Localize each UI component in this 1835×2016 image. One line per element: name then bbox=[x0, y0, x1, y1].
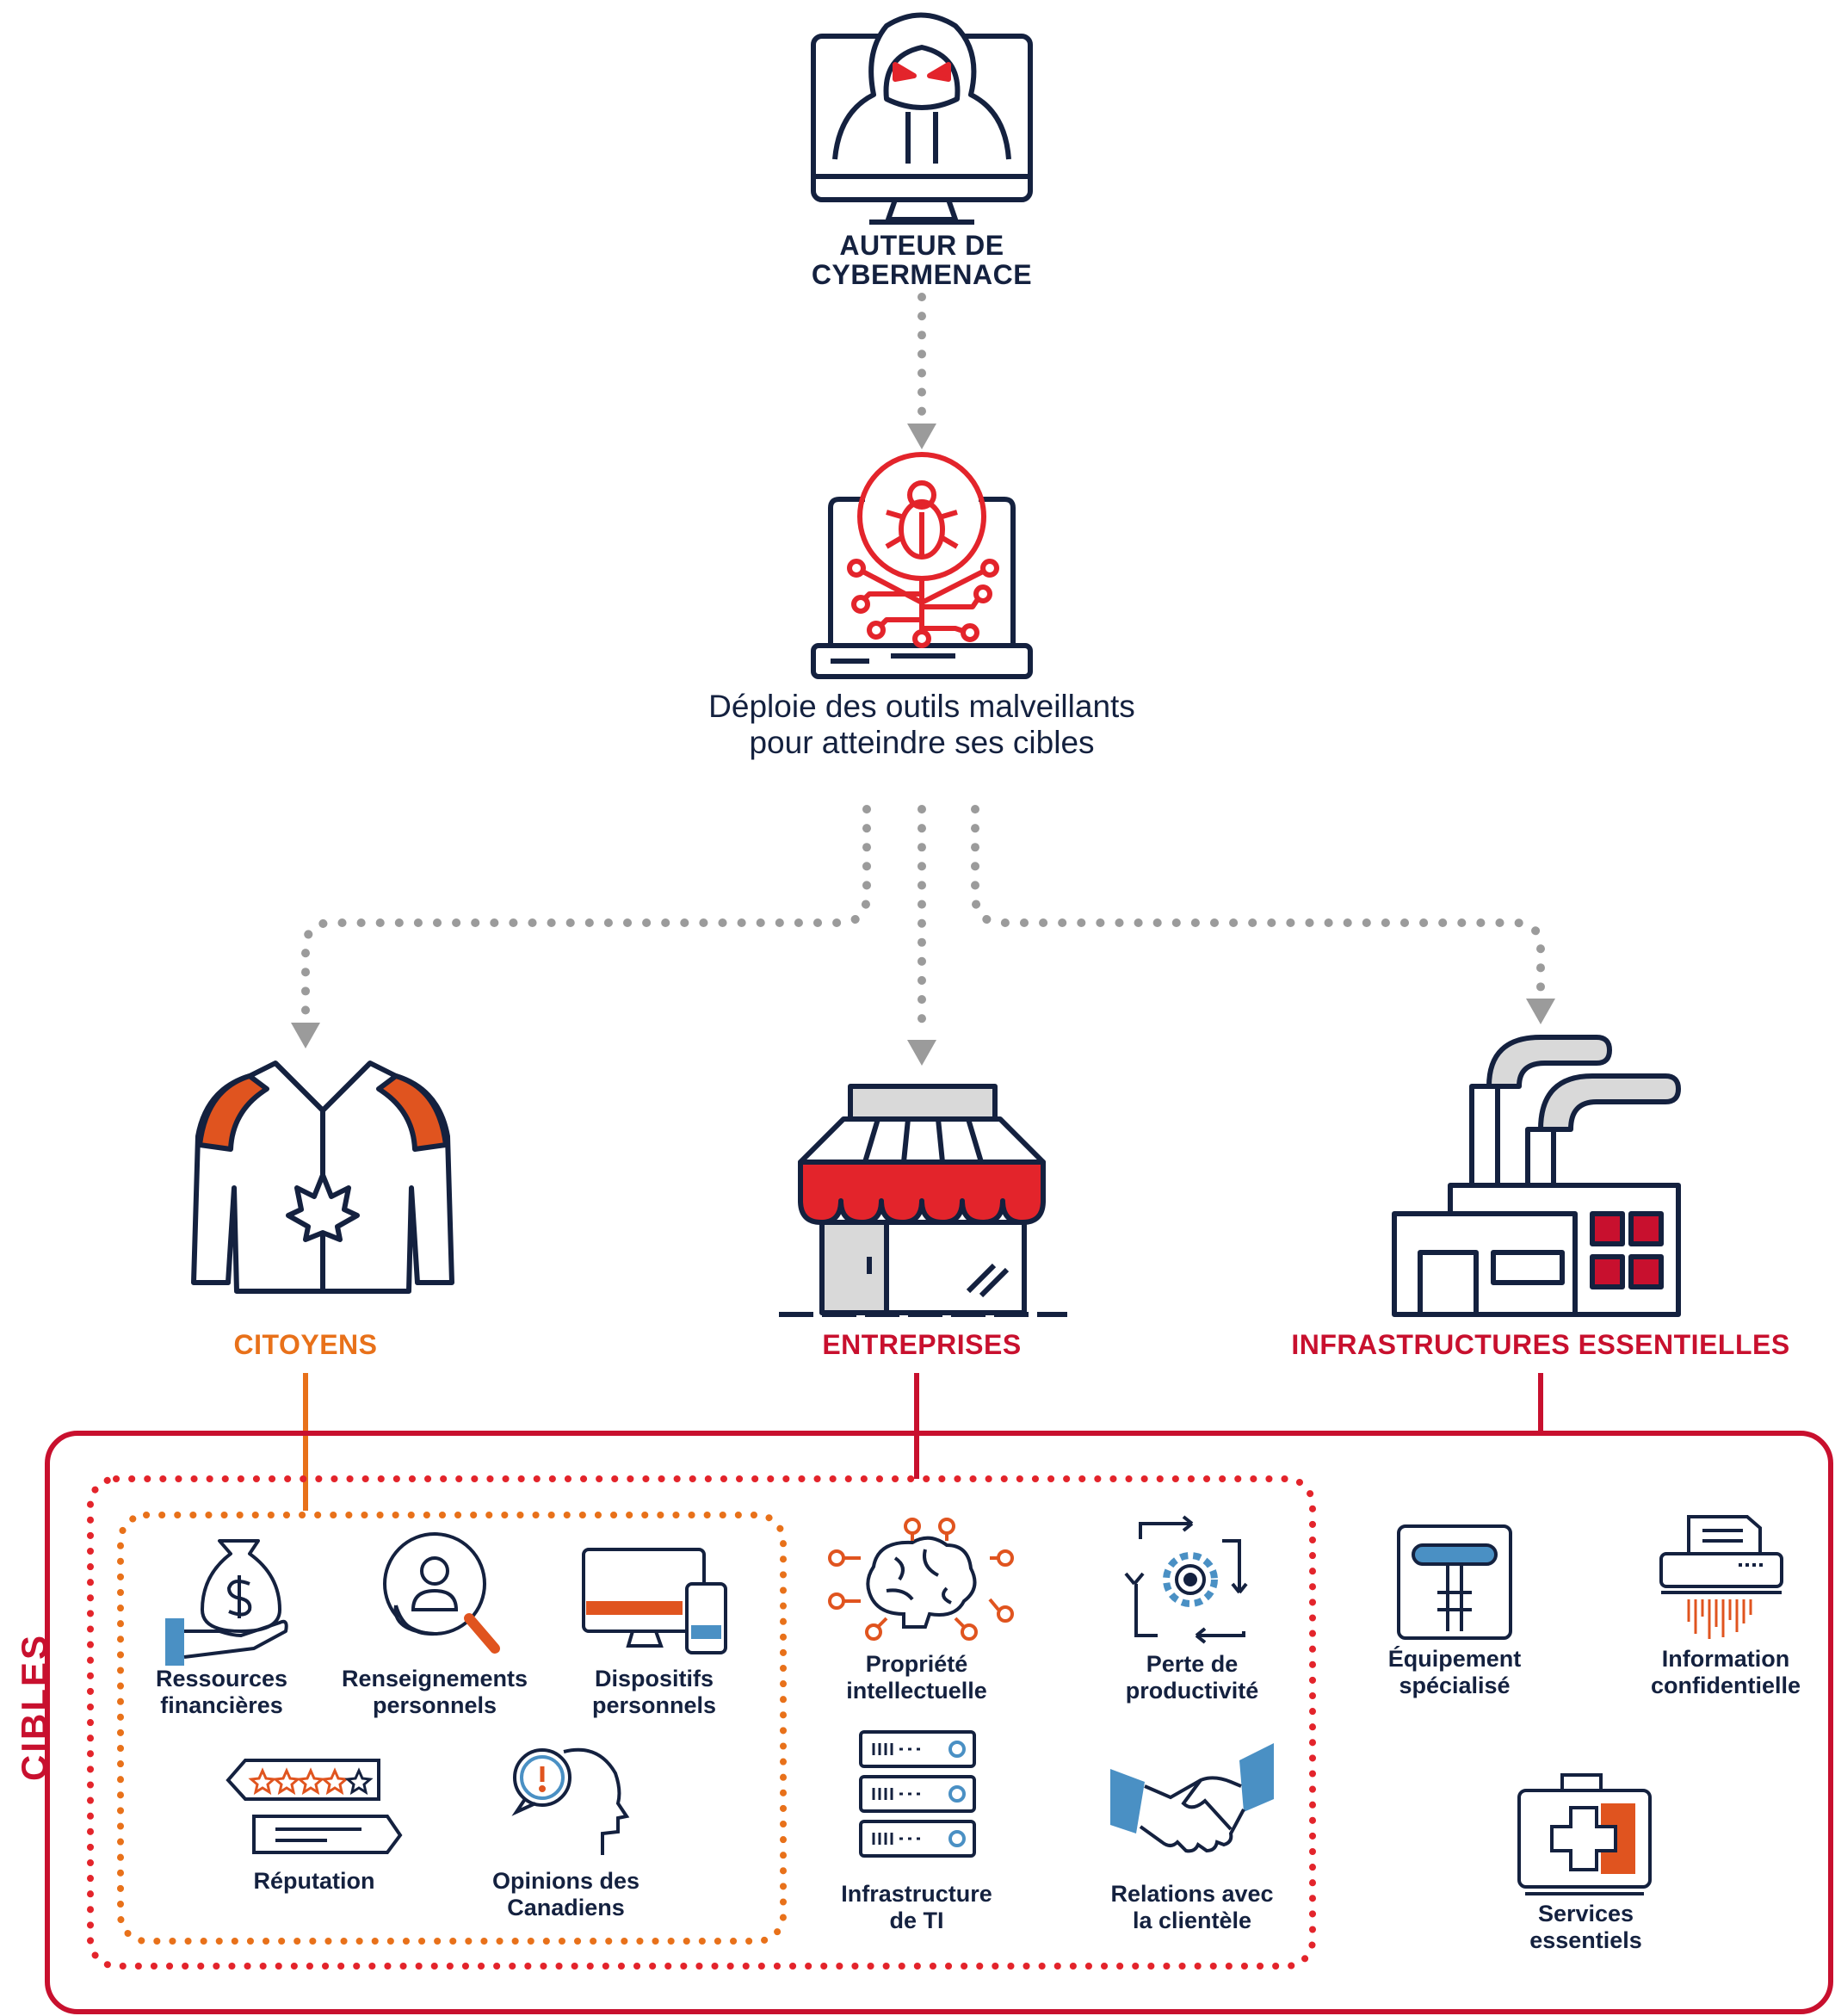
target-equipement: Équipement spécialisé bbox=[1387, 1646, 1522, 1698]
actor-label: AUTEUR DE CYBERMENACE bbox=[811, 230, 1033, 290]
category-infrastructures: INFRASTRUCTURES ESSENTIELLES bbox=[1291, 1329, 1790, 1360]
target-information: Information confidentielle bbox=[1650, 1646, 1801, 1698]
arrow-head-citoyens bbox=[291, 1023, 320, 1048]
target-opinions: Opinions des Canadiens bbox=[491, 1868, 640, 1920]
brain-network-icon bbox=[828, 1518, 1014, 1641]
arrow-head-entreprises bbox=[907, 1040, 936, 1066]
targets-title: CIBLES bbox=[14, 1632, 54, 1781]
money-bag-icon bbox=[165, 1539, 288, 1666]
head-alert-icon bbox=[511, 1747, 630, 1855]
magnifier-person-icon bbox=[383, 1532, 500, 1654]
handshake-icon bbox=[1110, 1743, 1274, 1853]
target-infra-ti: Infrastructure de TI bbox=[841, 1881, 992, 1933]
entreprises-dotted-box bbox=[87, 1475, 1316, 1970]
shop-icon bbox=[779, 1084, 1067, 1317]
devices-icon bbox=[582, 1548, 727, 1654]
category-entreprises: ENTREPRISES bbox=[822, 1329, 1022, 1360]
target-relations: Relations avec la clientèle bbox=[1110, 1881, 1274, 1933]
citoyens-dotted-box bbox=[117, 1512, 787, 1945]
first-aid-kit-icon bbox=[1517, 1773, 1652, 1895]
malware-laptop-icon bbox=[811, 452, 1033, 679]
reputation-review-icon bbox=[226, 1759, 403, 1854]
target-productivite: Perte de productivité bbox=[1125, 1651, 1259, 1704]
jersey-icon bbox=[191, 1061, 454, 1294]
target-renseignements: Renseignements personnels bbox=[341, 1666, 528, 1718]
target-services: Services essentiels bbox=[1529, 1901, 1642, 1953]
category-citoyens: CITOYENS bbox=[233, 1329, 378, 1360]
malware-description: Déploie des outils malveillants pour att… bbox=[708, 689, 1135, 760]
factory-icon bbox=[1392, 1035, 1681, 1317]
targets-outer-box bbox=[45, 1431, 1833, 2014]
branch-arrows bbox=[301, 805, 1545, 1037]
target-ressources: Ressources financières bbox=[155, 1666, 288, 1718]
shredder-icon bbox=[1659, 1515, 1783, 1639]
hacker-monitor-icon bbox=[811, 12, 1033, 225]
gear-productivity-icon bbox=[1124, 1515, 1248, 1644]
target-reputation: Réputation bbox=[253, 1868, 375, 1894]
target-dispositifs: Dispositifs personnels bbox=[591, 1666, 717, 1718]
equipment-panel-icon bbox=[1397, 1524, 1512, 1640]
server-rack-icon bbox=[859, 1730, 976, 1858]
arrow-actor-to-malware bbox=[907, 293, 936, 449]
arrow-head-infrastructures bbox=[1526, 999, 1555, 1024]
target-propriete: Propriété intellectuelle bbox=[846, 1651, 987, 1704]
